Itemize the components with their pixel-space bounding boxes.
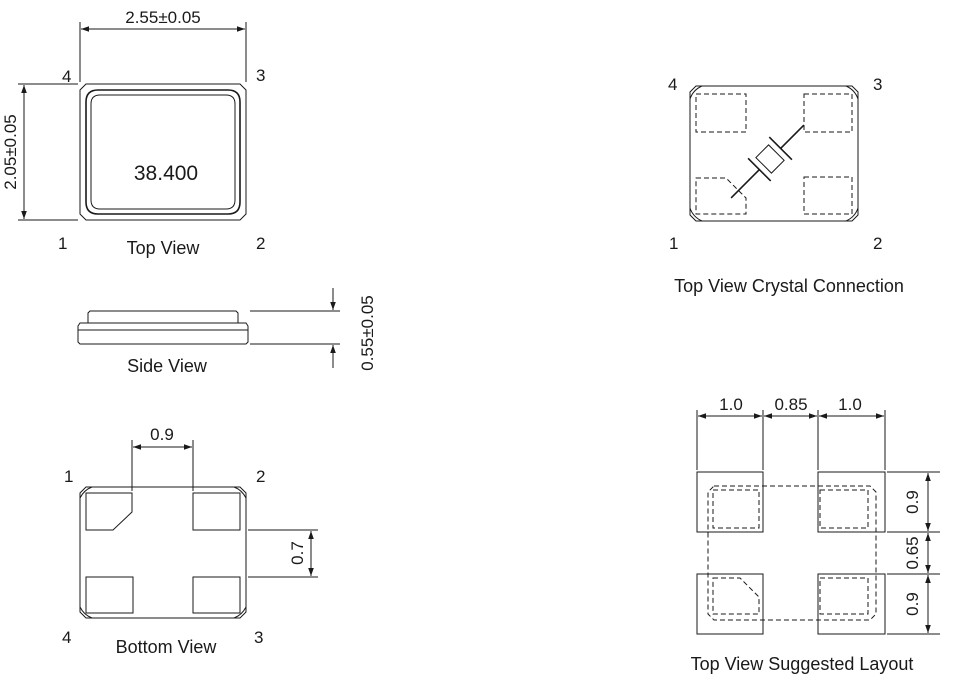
land-pad-bottom-left xyxy=(696,573,764,635)
side-view-lid xyxy=(87,310,239,323)
component-outline xyxy=(707,485,877,621)
side-view: 0.55±0.05 Side View xyxy=(77,288,377,376)
crystal-pad-2 xyxy=(803,176,853,215)
pad-gap-dim: 0.9 xyxy=(150,425,174,444)
crystal-view-outline xyxy=(689,85,859,222)
crystal-pad-4 xyxy=(695,93,747,133)
top-view-caption: Top View xyxy=(127,238,201,258)
pad-3 xyxy=(192,576,241,614)
layout-view-caption: Top View Suggested Layout xyxy=(691,654,914,674)
top-pin-3: 3 xyxy=(256,66,265,85)
side-view-body xyxy=(77,322,249,345)
top-pin-2: 2 xyxy=(256,234,265,253)
top-height-dim: 2.05±0.05 xyxy=(1,114,20,190)
layout-height-dim-2: 0.65 xyxy=(903,536,922,569)
pad-2 xyxy=(192,492,241,531)
crystal-view-caption: Top View Crystal Connection xyxy=(674,276,904,296)
layout-width-dim-3: 1.0 xyxy=(838,395,862,414)
crystal-pad-3 xyxy=(803,93,853,133)
top-view-outline xyxy=(79,83,247,221)
pad-height-dim: 0.7 xyxy=(288,541,307,565)
layout-height-dim-1: 0.9 xyxy=(903,490,922,514)
land-pad-bottom-right xyxy=(817,573,886,635)
bottom-view-caption: Bottom View xyxy=(116,637,218,657)
top-pin-4: 4 xyxy=(62,67,71,86)
bottom-view-outline xyxy=(79,486,247,619)
crystal-pin-3: 3 xyxy=(873,75,882,94)
top-pin-1: 1 xyxy=(58,234,67,253)
top-width-dim: 2.55±0.05 xyxy=(125,8,201,27)
layout-width-dim-2: 0.85 xyxy=(774,395,807,414)
pad-1 xyxy=(85,492,133,531)
crystal-connection-view: 4 3 1 2 Top View Crystal Connection xyxy=(668,75,904,296)
top-view: 2.55±0.05 2.05±0.05 38.400 4 3 1 2 Top V… xyxy=(1,8,265,258)
pad-4 xyxy=(85,576,134,614)
land-pad-top-right xyxy=(817,471,886,533)
layout-height-dim-3: 0.9 xyxy=(903,592,922,616)
bottom-pin-1: 1 xyxy=(64,467,73,486)
bottom-view: 0.9 0.7 1 2 4 3 Bottom View xyxy=(62,425,318,657)
crystal-pin-4: 4 xyxy=(668,75,677,94)
layout-width-dim-1: 1.0 xyxy=(719,395,743,414)
side-thickness-dim: 0.55±0.05 xyxy=(358,295,377,371)
bottom-pin-3: 3 xyxy=(254,628,263,647)
crystal-pin-1: 1 xyxy=(669,234,678,253)
side-view-caption: Side View xyxy=(127,356,208,376)
part-marking: 38.400 xyxy=(134,162,198,185)
crystal-symbol xyxy=(730,124,805,199)
suggested-layout-view: 1.0 0.85 1.0 0.9 0.65 0.9 Top View Sugge… xyxy=(691,395,940,674)
crystal-pad-1 xyxy=(695,177,747,215)
top-view-lid xyxy=(85,89,241,215)
bottom-pin-4: 4 xyxy=(62,628,71,647)
land-pad-top-left xyxy=(696,471,764,533)
bottom-pin-2: 2 xyxy=(256,467,265,486)
crystal-pin-2: 2 xyxy=(873,234,882,253)
